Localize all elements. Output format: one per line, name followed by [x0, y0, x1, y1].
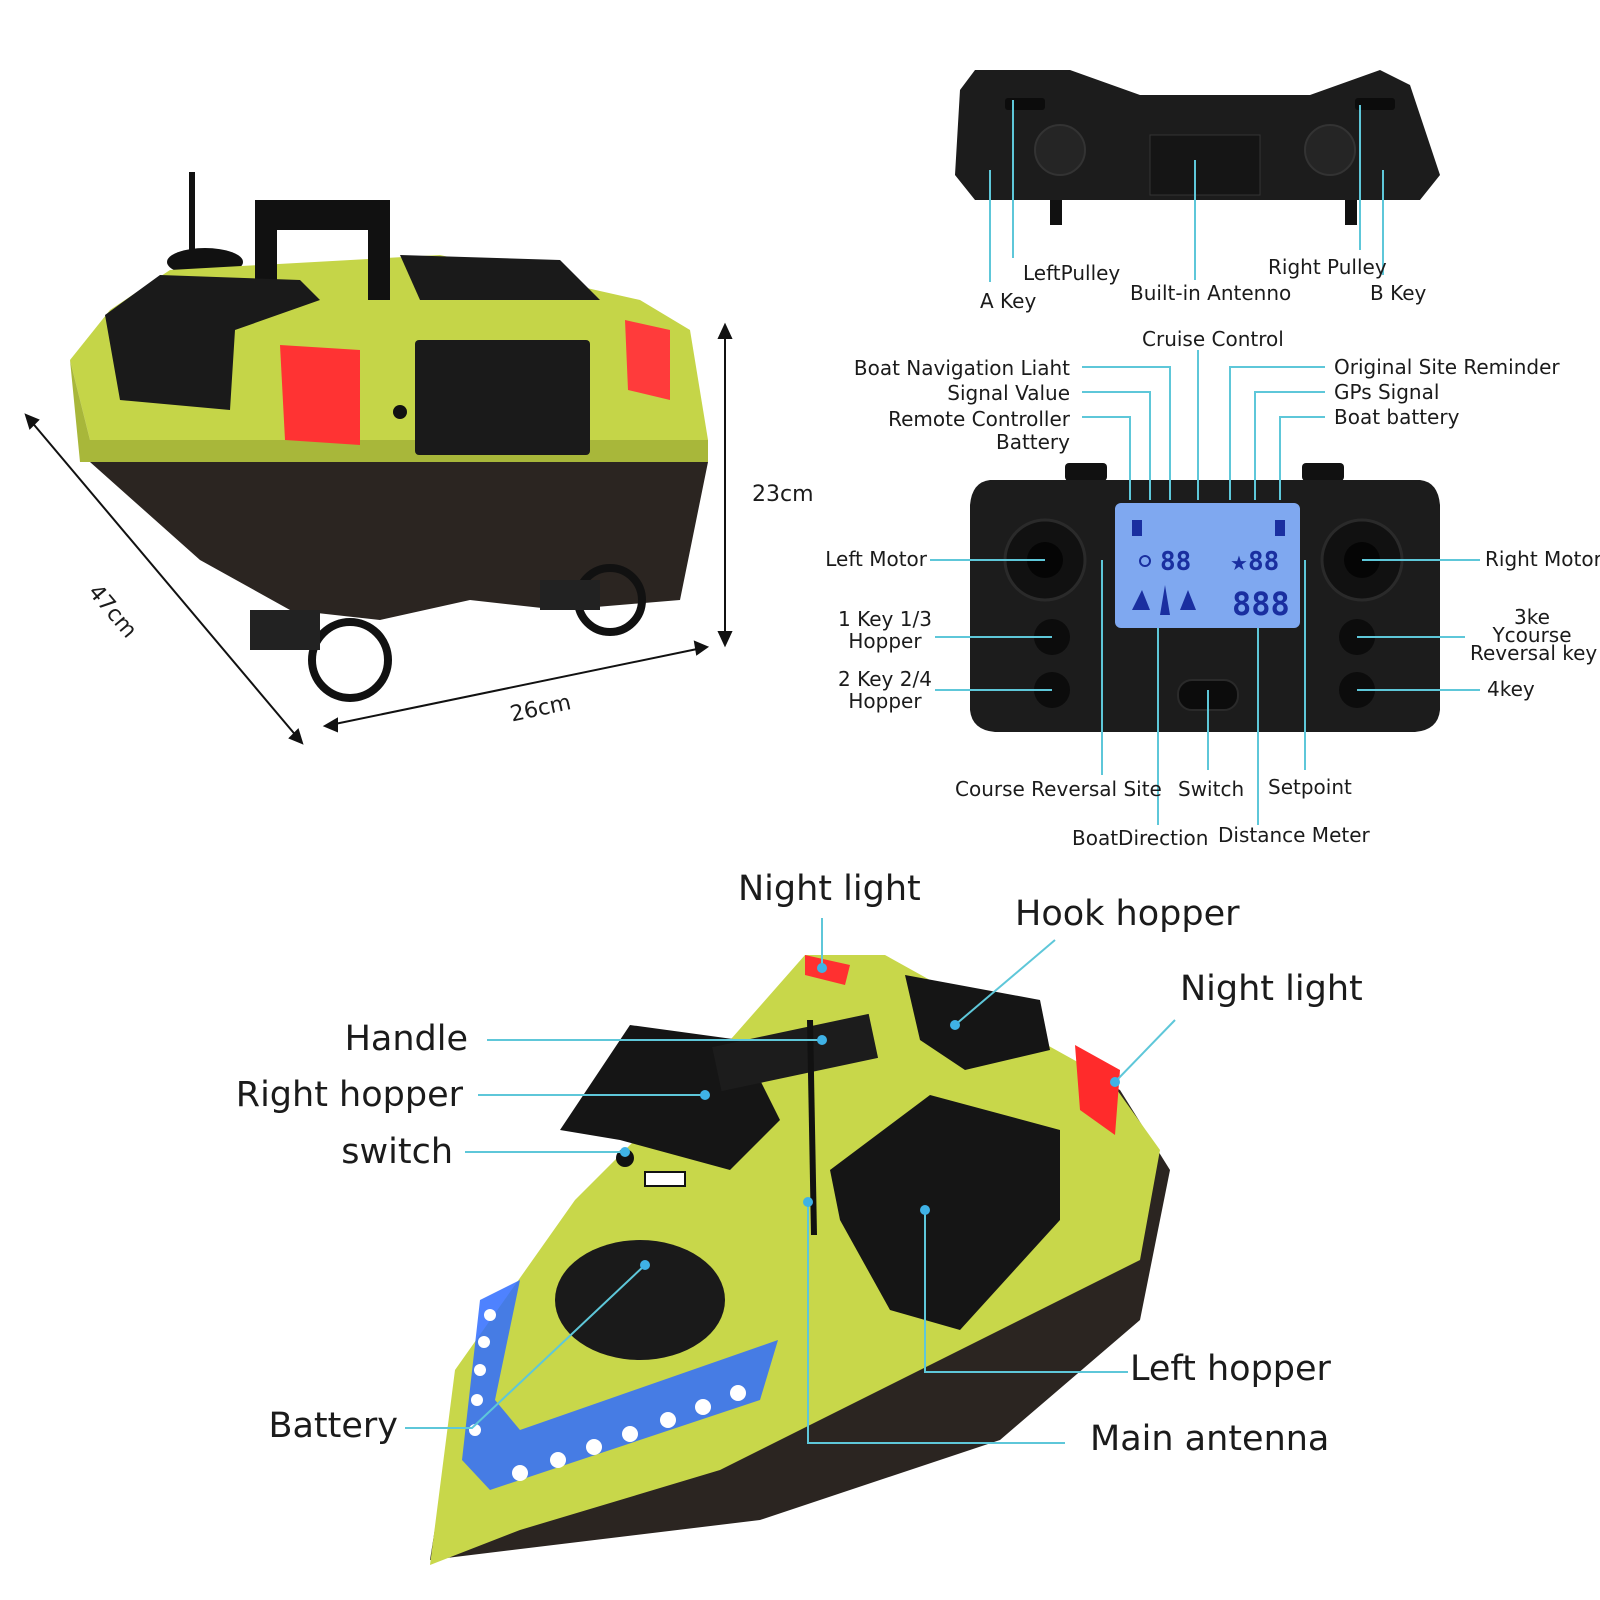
- label-key1-line1: 1 Key 1/3: [838, 607, 932, 631]
- label-night-light-right: Night light: [1180, 969, 1363, 1009]
- lcd-screen: [1115, 503, 1300, 628]
- target-icon: [1139, 555, 1151, 567]
- label-hook-hopper: Hook hopper: [1015, 894, 1240, 934]
- label-night-light-left: Night light: [738, 869, 921, 909]
- boat-rear-view: [70, 172, 708, 702]
- label-cruise-control: Cruise Control: [1142, 327, 1284, 351]
- label-right-hopper: Right hopper: [235, 1075, 463, 1115]
- dimension-height: 23cm: [752, 482, 814, 507]
- boat-direction-icon: [1132, 585, 1196, 615]
- label-built-in-antenna: Built-in Antenno: [1130, 281, 1292, 305]
- label-switch: Switch: [1178, 777, 1245, 801]
- label-left-pulley: LeftPulley: [1023, 261, 1121, 285]
- label-course-reversal-site: Course Reversal Site: [955, 777, 1162, 801]
- label-key4: 4key: [1487, 677, 1535, 701]
- boat-top-view: [430, 955, 1170, 1565]
- label-boat-direction: BoatDirection: [1072, 826, 1209, 850]
- label-remote-controller-battery-line2: Battery: [995, 430, 1070, 454]
- label-setpoint: Setpoint: [1268, 775, 1352, 799]
- dimension-lines: [24, 322, 733, 745]
- label-right-pulley: Right Pulley: [1268, 255, 1387, 279]
- lcd-right-value: 88: [1248, 547, 1279, 577]
- label-signal-value: Signal Value: [947, 381, 1070, 405]
- label-key2-line2: Hopper: [848, 689, 922, 713]
- label-a-key: A Key: [980, 289, 1037, 313]
- remote-front-view: 88 88 888 ★: [970, 463, 1440, 732]
- battery-icon: [1132, 520, 1142, 536]
- lcd-distance-value: 888: [1232, 585, 1290, 623]
- remote-callout-lines: [930, 100, 1480, 825]
- label-distance-meter: Distance Meter: [1218, 823, 1370, 847]
- star-icon: ★: [1230, 551, 1248, 575]
- boat-callout-lines: [405, 918, 1176, 1444]
- label-original-site-reminder: Original Site Reminder: [1334, 355, 1560, 379]
- label-gps-signal: GPs Signal: [1334, 380, 1440, 404]
- label-key3-line1: 3ke: [1514, 605, 1550, 629]
- label-left-hopper: Left hopper: [1130, 1349, 1331, 1389]
- label-key1-line2: Hopper: [848, 629, 922, 653]
- label-key3-line2: Ycourse: [1492, 623, 1572, 647]
- callout-dots: [620, 963, 1120, 1270]
- label-left-motor: Left Motor: [825, 547, 927, 571]
- label-right-motor: Right Motor: [1485, 547, 1600, 571]
- label-key2-line1: 2 Key 2/4: [838, 667, 932, 691]
- lcd-left-value: 88: [1160, 547, 1191, 577]
- label-switch-boat: switch: [341, 1132, 453, 1172]
- label-battery: Battery: [268, 1406, 398, 1446]
- label-handle: Handle: [344, 1019, 468, 1059]
- label-b-key: B Key: [1370, 281, 1427, 305]
- label-boat-battery: Boat battery: [1334, 405, 1460, 429]
- label-boat-navigation-light: Boat Navigation Liaht: [853, 356, 1070, 380]
- remote-back-view: [955, 70, 1440, 225]
- label-remote-controller-battery-line1: Remote Controller: [888, 407, 1070, 431]
- label-key3-line3: Reversal key: [1470, 641, 1598, 665]
- boat-battery-icon: [1275, 520, 1285, 536]
- label-main-antenna: Main antenna: [1090, 1419, 1330, 1459]
